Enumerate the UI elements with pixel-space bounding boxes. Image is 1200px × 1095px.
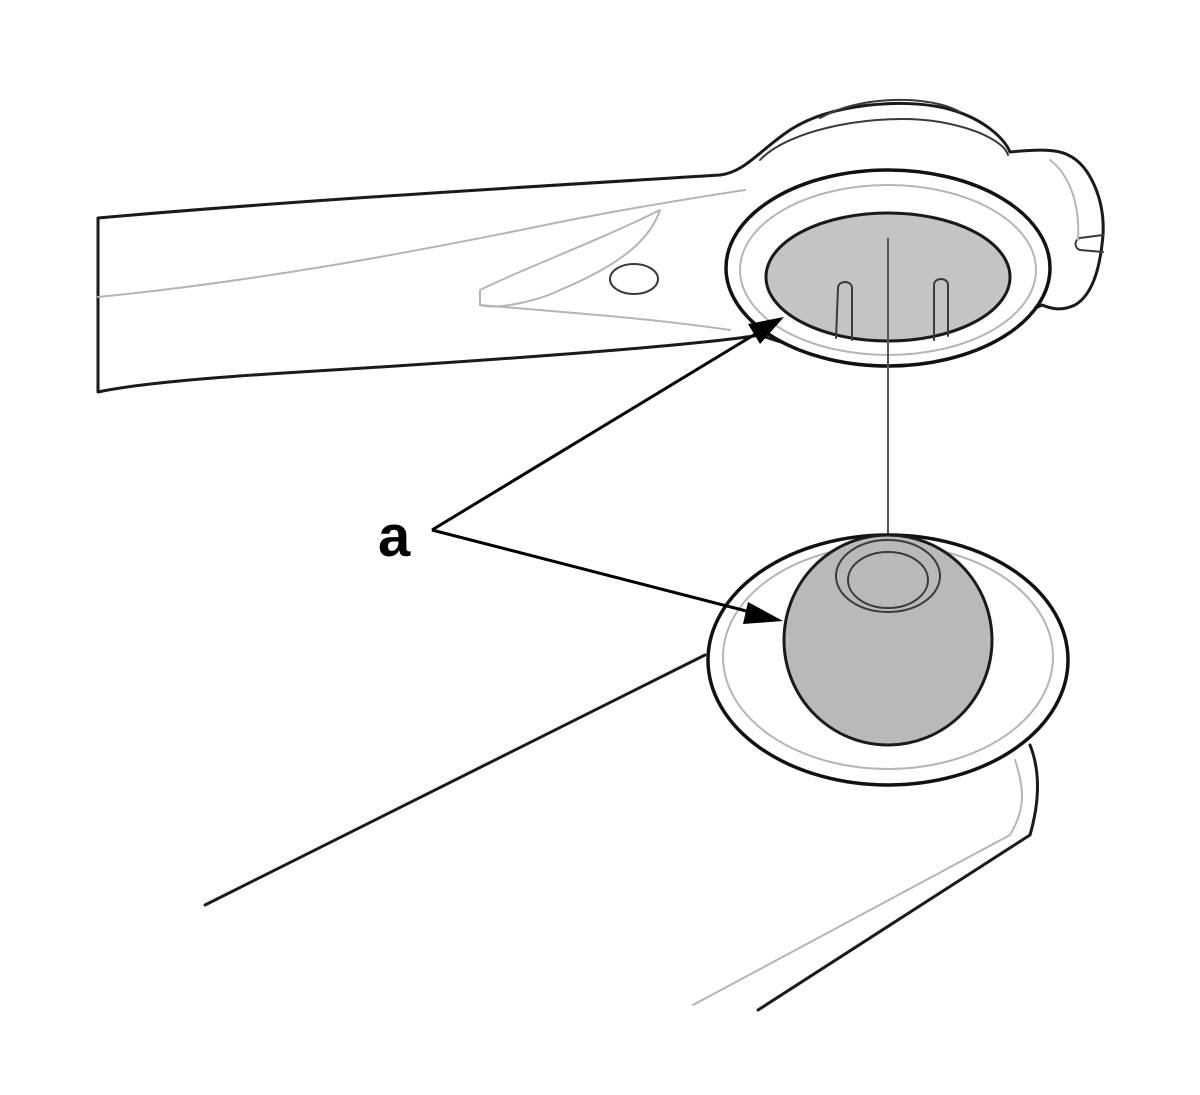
upper-socket-tab-left [835, 281, 853, 341]
lower-arm-left-edge [203, 653, 707, 907]
lower-ball-stud [782, 533, 994, 747]
callout-a: a [378, 317, 784, 624]
callout-label: a [378, 504, 411, 569]
arrowhead-upper [748, 317, 784, 344]
lower-ball-tip-outer [835, 539, 941, 613]
upper-knuckle-top-edge [759, 118, 1009, 161]
upper-arm-recess [479, 209, 661, 308]
leader-line-upper [431, 328, 763, 532]
upper-control-arm [96, 98, 1105, 394]
upper-socket-tab-right [933, 278, 949, 341]
arrowhead-lower [743, 602, 783, 624]
leader-line-lower [431, 528, 759, 616]
upper-arm-hole [609, 263, 659, 295]
lower-ball-joint [203, 533, 1070, 1012]
lower-arm-right-edge [756, 743, 1039, 1012]
upper-arm-bevel-line [97, 189, 746, 298]
upper-knuckle-cap [819, 98, 961, 119]
upper-arm-end-edge [1049, 159, 1080, 241]
upper-arm-end-slot [1074, 234, 1104, 253]
upper-arm-lower-bevel [479, 304, 731, 331]
lower-ball-tip-inner [847, 551, 929, 609]
lower-arm-inner-edge [692, 759, 1023, 1006]
